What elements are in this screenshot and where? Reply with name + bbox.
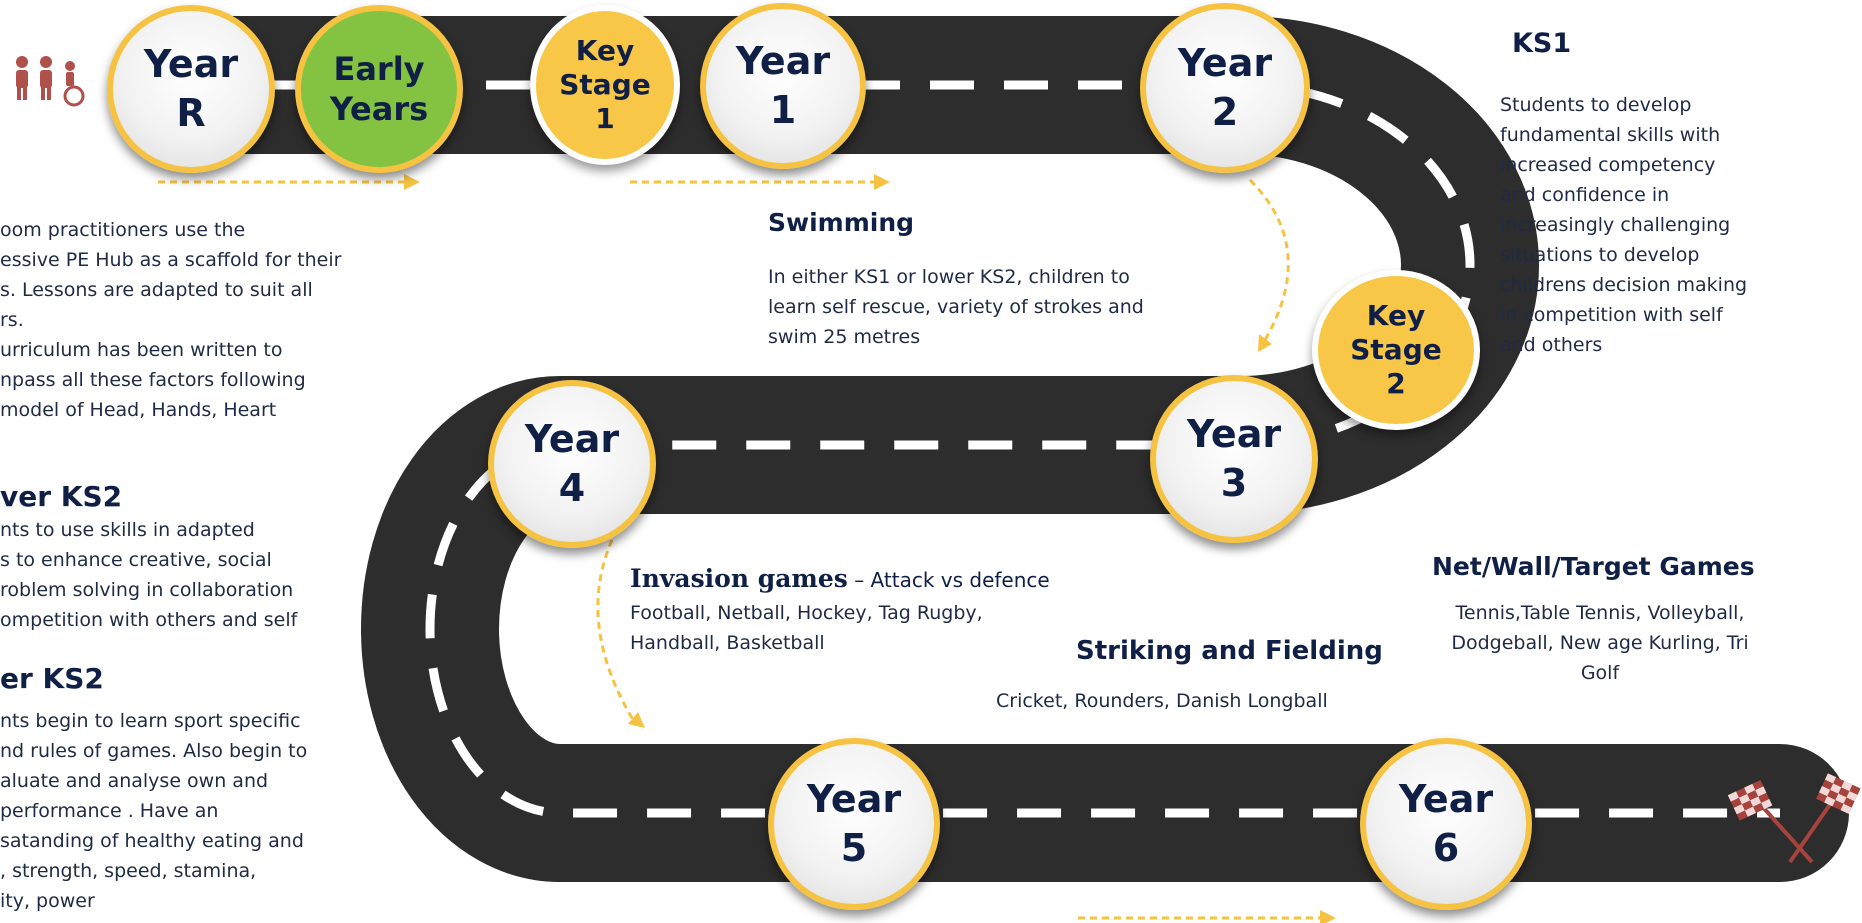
milestone-label: Year [143, 41, 239, 86]
year-1-milestone: Year 1 [700, 3, 866, 169]
lower-ks2-description: nts to use skills in adapted s to enhanc… [0, 519, 298, 631]
milestone-label: Year [1186, 411, 1282, 456]
early-years-description: oom practitioners use the essive PE Hub … [0, 219, 342, 421]
milestone-label: Years [329, 90, 429, 128]
striking-fielding-description: Cricket, Rounders, Danish Longball [996, 690, 1328, 712]
people-icon [16, 56, 85, 107]
milestone-label: Year [524, 416, 620, 461]
year-3-milestone: Year 3 [1150, 375, 1318, 543]
arrow-head-3 [1258, 334, 1272, 352]
milestone-label: Stage [559, 67, 651, 101]
milestone-label: Stage [1350, 332, 1442, 366]
milestone-label: R [176, 91, 206, 135]
milestone-label: 2 [1386, 367, 1406, 401]
ks1-title: KS1 [1512, 28, 1572, 59]
milestone-label: Year [735, 38, 831, 83]
year-2-milestone: Year 2 [1140, 3, 1310, 173]
upper-ks2-title: er KS2 [0, 662, 104, 695]
arrow-head-4 [628, 712, 645, 728]
milestone-label: Year [1398, 776, 1494, 821]
arrow-heads [404, 174, 1336, 923]
milestone-label: 5 [840, 826, 868, 870]
milestone-label: Year [806, 776, 902, 821]
key-stage-1-milestone: Key Stage 1 [530, 5, 680, 165]
upper-ks2-description: nts begin to learn sport specific nd rul… [0, 710, 308, 912]
year-6-milestone: Year 6 [1360, 738, 1532, 910]
year-4-milestone: Year 4 [488, 380, 656, 548]
year-r-milestone: Year R [107, 5, 275, 173]
lower-ks2-title: ver KS2 [0, 480, 123, 513]
arrow-head-5 [1320, 910, 1336, 923]
arrow-invasion-curve [596, 539, 637, 724]
milestone-label: 2 [1211, 90, 1239, 134]
milestone-label: Key [575, 33, 635, 67]
milestone-label: 1 [595, 102, 615, 136]
arrow-head-2 [874, 174, 890, 190]
finish-flags-icon [1727, 773, 1861, 864]
arrow-head-1 [404, 174, 420, 190]
arrow-ks2-curve [1248, 178, 1290, 346]
milestone-label: 1 [769, 88, 797, 132]
swimming-description: In either KS1 or lower KS2, children to … [768, 266, 1144, 348]
early-years-milestone: Early Years [295, 5, 463, 173]
milestone-label: 4 [558, 466, 586, 510]
ks1-description: Students to develop fundamental skills w… [1500, 94, 1748, 356]
milestone-label: 6 [1432, 826, 1460, 870]
key-stage-2-milestone: Key Stage 2 [1312, 270, 1480, 430]
milestone-label: Year [1177, 40, 1273, 85]
milestone-label: Early [333, 50, 425, 88]
progress-arrows [158, 178, 1325, 920]
year-5-milestone: Year 5 [768, 738, 940, 910]
invasion-games-title: Invasion games – Attack vs defence [630, 564, 1050, 593]
milestone-label: 3 [1220, 461, 1248, 505]
net-wall-target-description: Tennis,Table Tennis, Volleyball, Dodgeba… [1451, 602, 1749, 684]
invasion-games-description: Football, Netball, Hockey, Tag Rugby, Ha… [630, 602, 983, 654]
striking-fielding-title: Striking and Fielding [1076, 636, 1383, 666]
milestone-label: Key [1366, 298, 1426, 332]
swimming-title: Swimming [768, 208, 915, 237]
net-wall-target-title: Net/Wall/Target Games [1432, 552, 1755, 581]
